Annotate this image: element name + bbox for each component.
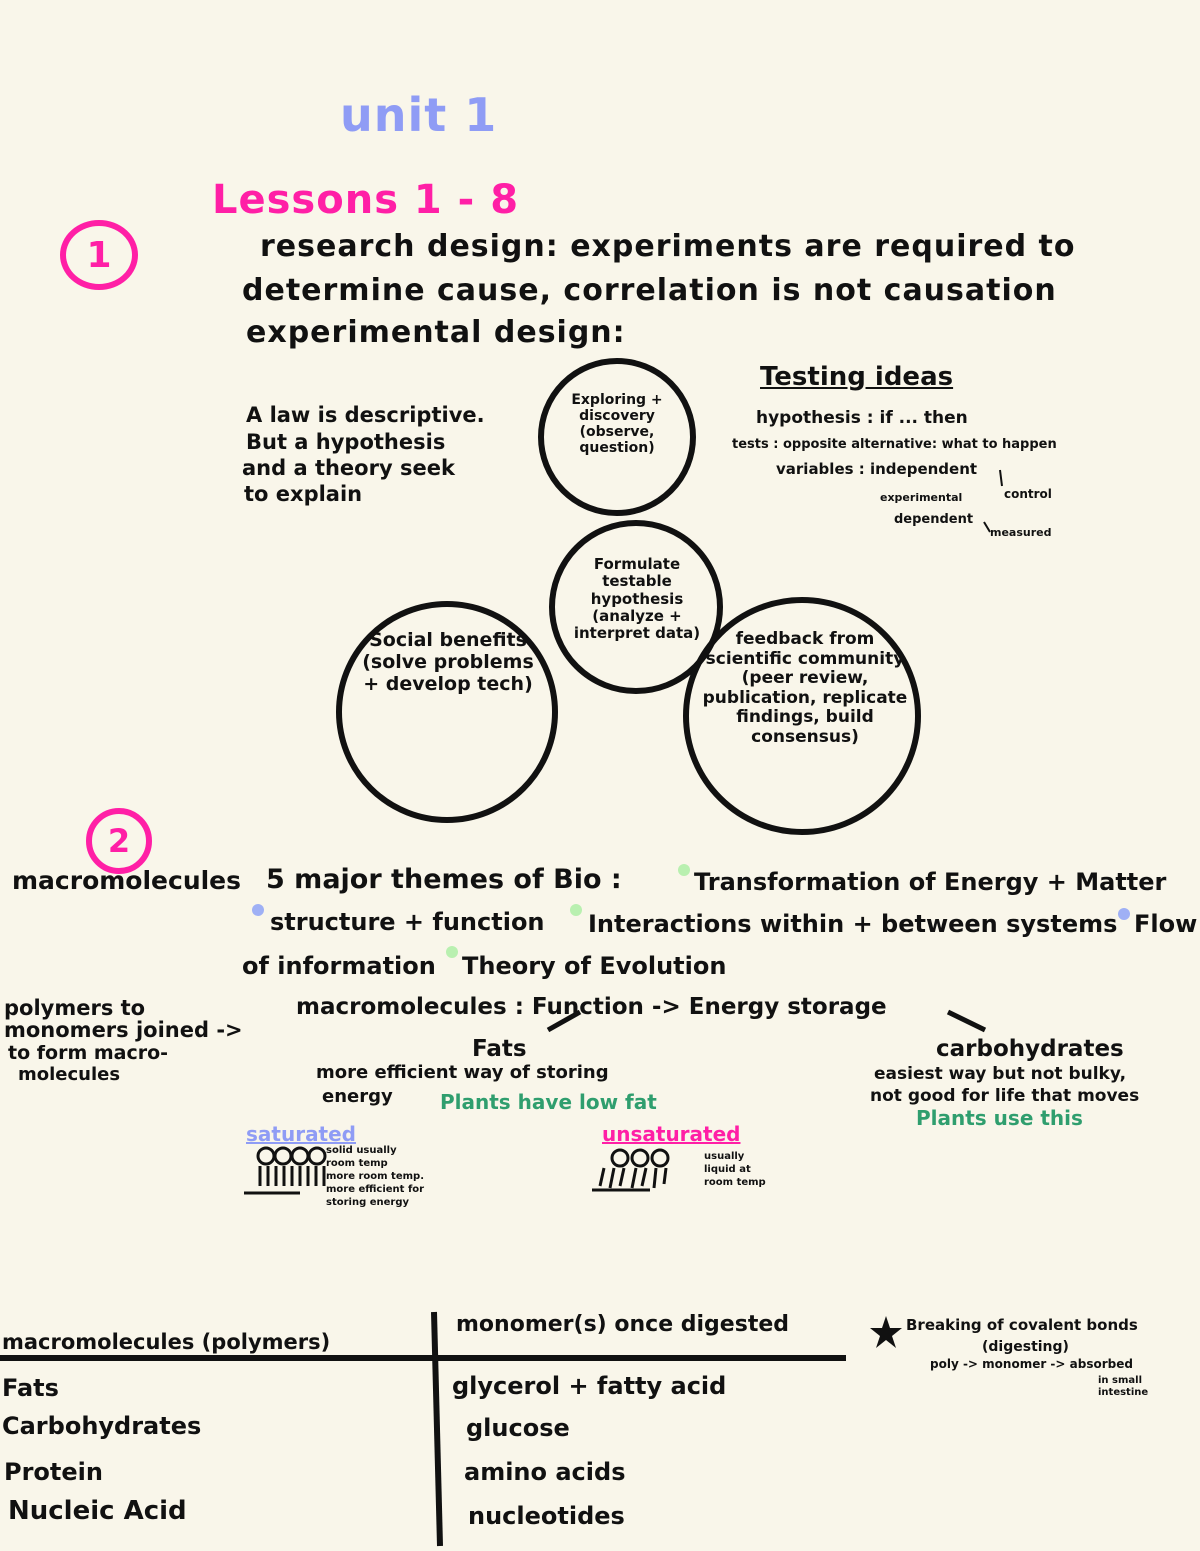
saturated-note-2: room temp (326, 1158, 388, 1169)
page-title: unit 1 (340, 88, 498, 142)
fats-desc-line2: energy (322, 1086, 393, 1107)
testing-tests: tests : opposite alternative: what to ha… (732, 437, 1057, 452)
function-arrow-right (946, 1009, 987, 1033)
theme-4: Flow (1134, 910, 1198, 938)
saturated-note-3: more room temp. (326, 1171, 424, 1182)
table-row-3-left: Protein (4, 1458, 103, 1486)
digestion-note-line1: Breaking of covalent bonds (906, 1316, 1138, 1334)
circle-hypothesis-text: Formulate testable hypothesis (analyze +… (573, 555, 701, 642)
testing-hypothesis: hypothesis : if ... then (756, 408, 968, 428)
digestion-note-line2: (digesting) (982, 1339, 1069, 1355)
theme-3: Interactions within + between systems (588, 910, 1118, 938)
lessons-heading: Lessons 1 - 8 (212, 177, 520, 223)
star-icon (870, 1316, 902, 1348)
theme-bullet-3 (570, 904, 582, 916)
saturated-note-4: more efficient for (326, 1184, 425, 1195)
circle-social (336, 601, 558, 823)
theme-bullet-5 (446, 946, 458, 958)
table-row-1-left: Fats (2, 1374, 59, 1402)
carbs-desc-line2: not good for life that moves (870, 1086, 1140, 1106)
research-design-line1: research design: experiments are require… (260, 229, 1076, 264)
theme-2: structure + function (270, 908, 545, 936)
unsaturated-fat-drawing (592, 1148, 670, 1192)
section-number-1-label: 1 (86, 234, 112, 276)
testing-dependent: dependent (894, 512, 974, 527)
saturated-note-1: solid usually (326, 1145, 397, 1156)
theme-4-continued: of information (242, 952, 436, 980)
theme-bullet-4 (1118, 908, 1130, 920)
digestion-note-line4: in small (1098, 1375, 1143, 1386)
law-note-line4: to explain (244, 482, 363, 506)
unsaturated-notes: usually liquid at room temp (704, 1150, 766, 1189)
section-number-1: 1 (60, 220, 138, 290)
polymers-note-line2: monomers joined -> (4, 1018, 243, 1042)
law-note-line2: But a hypothesis (246, 430, 446, 454)
experimental-design-label: experimental design: (246, 315, 626, 350)
fats-desc-line1: more efficient way of storing (316, 1062, 609, 1083)
polymers-note-line4: molecules (18, 1064, 121, 1085)
circle-feedback-text: feedback from scientific community (peer… (702, 629, 908, 747)
fats-plants-note: Plants have low fat (440, 1090, 657, 1114)
table-row-2-right: glucose (466, 1414, 570, 1442)
function-line: macromolecules : Function -> Energy stor… (296, 994, 887, 1020)
testing-ideas-heading: Testing ideas (760, 362, 954, 392)
circle-feedback (683, 597, 921, 835)
saturated-label: saturated (246, 1122, 356, 1146)
unsaturated-note-3: room temp (704, 1177, 766, 1188)
table-header-left: macromolecules (polymers) (2, 1330, 331, 1354)
testing-measured: measured (990, 526, 1052, 539)
testing-control: control (1004, 487, 1052, 501)
unsaturated-note-2: liquid at (704, 1164, 751, 1175)
table-header-right: monomer(s) once digested (456, 1312, 790, 1337)
theme-5: Theory of Evolution (462, 952, 727, 980)
saturated-notes: solid usually room temp more room temp. … (326, 1144, 424, 1209)
macromolecules-label: macromolecules (12, 866, 242, 895)
circle-exploring-text: Exploring + discovery (observe, question… (571, 392, 663, 457)
saturated-note-5: storing energy (326, 1197, 410, 1208)
table-row-3-right: amino acids (464, 1458, 626, 1486)
unsaturated-note-1: usually (704, 1151, 745, 1162)
testing-variables: variables : independent (776, 460, 978, 478)
polymers-note-line1: polymers to (4, 996, 146, 1020)
variables-branch-lines (983, 469, 1003, 533)
function-arrow-left (546, 1009, 582, 1033)
carbs-desc-line1: easiest way but not bulky, (874, 1064, 1127, 1084)
theme-bullet-2 (252, 904, 264, 916)
fats-heading: Fats (472, 1036, 527, 1062)
themes-intro: 5 major themes of Bio : (266, 864, 622, 895)
testing-experimental: experimental (880, 491, 963, 504)
digestion-note-line5: intestine (1098, 1387, 1149, 1398)
theme-bullet-1 (678, 864, 690, 876)
circle-hypothesis (549, 520, 723, 694)
table-row-1-right: glycerol + fatty acid (452, 1372, 727, 1400)
carbs-heading: carbohydrates (936, 1036, 1124, 1062)
section-number-2-label: 2 (107, 822, 131, 860)
digestion-note-line3: poly -> monomer -> absorbed (930, 1357, 1133, 1371)
table-row-4-right: nucleotides (468, 1502, 625, 1530)
polymers-note-line3: to form macro- (8, 1042, 169, 1064)
carbs-plants-note: Plants use this (916, 1106, 1083, 1130)
theme-1: Transformation of Energy + Matter (694, 868, 1167, 896)
unsaturated-label: unsaturated (602, 1122, 741, 1146)
law-note-line1: A law is descriptive. (246, 403, 485, 427)
saturated-fat-drawing (244, 1146, 327, 1195)
circle-social-text: Social benefits (solve problems + develo… (362, 629, 534, 695)
table-vertical-line (431, 1311, 443, 1547)
research-design-line2: determine cause, correlation is not caus… (242, 273, 1057, 308)
law-note-line3: and a theory seek (242, 456, 455, 480)
section-number-2: 2 (86, 808, 152, 874)
table-row-4-left: Nucleic Acid (8, 1496, 187, 1526)
circle-exploring (538, 358, 696, 516)
table-row-2-left: Carbohydrates (2, 1412, 202, 1440)
